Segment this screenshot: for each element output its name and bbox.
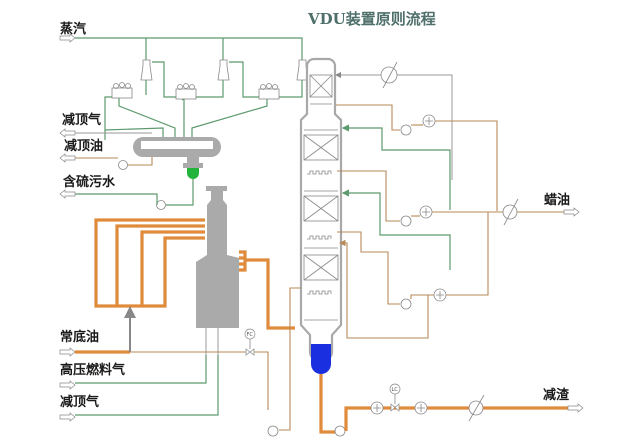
atmospheric-residue-inlet-arrow-icon [59, 347, 76, 357]
vacuum-top-oil-line-a [128, 157, 153, 166]
vacuum-top-gas-outlet-arrow-icon [59, 128, 76, 138]
pumparound-return-2 [341, 189, 451, 270]
furnace-transfer-line [239, 250, 295, 330]
residue-exchanger-1-icon [370, 401, 384, 415]
hp-fuel-gas-inlet-arrow-icon [59, 380, 76, 390]
wax-oil-outlet-arrow-icon [563, 207, 580, 217]
label-vacuum-residue: 减渣 [543, 387, 570, 403]
condenser-2 [175, 83, 197, 140]
lower-exchanger-outlet [446, 252, 489, 296]
label-atmospheric-residue: 常底油 [60, 329, 99, 345]
hp-fuel-gas-line [75, 355, 207, 384]
vacuum-top-gas-inlet-arrow-icon [59, 412, 76, 422]
sour-water-line-a [166, 179, 194, 206]
steam-inlet-arrow-icon [59, 33, 76, 43]
residue-line-a [319, 374, 335, 434]
condenser-1 [104, 82, 133, 140]
residue-line-b [344, 406, 572, 431]
condenser-3 [191, 83, 280, 140]
vacuum-furnace [196, 186, 239, 355]
pumparound-return-1 [341, 124, 451, 210]
svg-text:LC: LC [392, 387, 399, 393]
wash-oil-line [130, 351, 269, 410]
label-vacuum-top-gas-in: 减顶气 [60, 394, 99, 410]
slop-wax-pump-icon [267, 425, 279, 437]
flow-controller-fc: FC [244, 328, 256, 356]
residue-exchanger-2-icon [414, 401, 428, 415]
vacuum-top-oil-pump-icon [118, 160, 128, 170]
mid-pumparound-pump-icon [400, 215, 412, 227]
residue-air-cooler-icon [468, 394, 485, 422]
lower-pump-icon [400, 298, 412, 310]
ejector-stage-2 [195, 59, 265, 98]
residue-pump-icon [334, 425, 346, 437]
mid-draw-line [337, 170, 400, 222]
condenser-1-vapor [104, 127, 164, 140]
sour-water-outlet-arrow-icon [59, 189, 76, 199]
wax-oil-air-cooler-icon [502, 198, 519, 226]
condenser-1-drain [118, 98, 176, 140]
residue-outlet-arrow-icon [567, 403, 584, 413]
exchanger-1-icon [422, 114, 436, 128]
sour-water-line-b [70, 193, 158, 205]
steam-header [75, 37, 303, 62]
label-sour-water: 含硫污水 [62, 174, 116, 190]
top-draw-line [336, 104, 400, 131]
top-pumparound-return [335, 72, 453, 180]
wash-oil-return [338, 239, 429, 339]
vacuum-top-gas-fuel-line [75, 355, 219, 416]
sour-water-pump-icon [156, 200, 166, 210]
vacuum-top-oil-outlet-arrow-icon [59, 153, 76, 163]
top-pumparound-to-header [435, 120, 498, 211]
exchanger-3-icon [433, 288, 447, 302]
svg-text:FC: FC [247, 332, 254, 338]
furnace-inlet-passes [94, 218, 205, 308]
top-air-cooler-icon [380, 61, 398, 89]
seal-pot [187, 168, 199, 179]
label-vacuum-top-oil: 减顶油 [64, 138, 103, 154]
vacuum-top-accumulator [133, 137, 221, 179]
lower-pump-discharge [410, 294, 434, 299]
top-pumparound-pump-icon [400, 124, 412, 136]
level-control-valve: LC [389, 383, 401, 412]
label-vacuum-top-gas-out: 减顶气 [62, 112, 101, 128]
label-hp-fuel-gas: 高压燃料气 [60, 362, 125, 378]
diagram-title: VDU装置原则流程 [307, 10, 436, 28]
vacuum-column [299, 57, 343, 374]
lower-draw-line [337, 231, 400, 305]
exchanger-2-icon [419, 205, 433, 219]
slop-wax-line [279, 287, 301, 431]
column-bottom-liquid [311, 344, 331, 374]
label-wax-oil: 蜡油 [544, 192, 570, 208]
label-steam: 蒸汽 [60, 21, 86, 37]
